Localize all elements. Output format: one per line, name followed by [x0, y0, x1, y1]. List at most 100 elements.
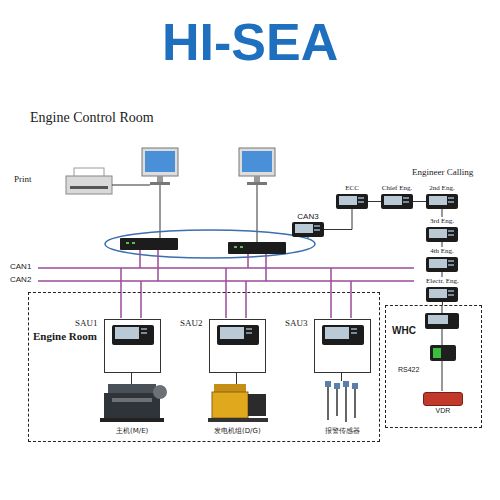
text-label: CAN1 — [10, 262, 31, 271]
network-cable — [112, 185, 150, 186]
text-label: 发电机组(D/G) — [214, 427, 261, 435]
monitor-stand — [254, 176, 260, 182]
panel-button — [448, 197, 454, 199]
engine-block — [104, 393, 160, 419]
sensor-head — [343, 381, 349, 387]
label-text: Print — [14, 174, 32, 184]
label-text: 主机(M/E) — [116, 427, 148, 435]
text-label: VDR — [436, 406, 451, 415]
panel-node: Chief Eng. — [381, 184, 413, 209]
sensor-probe — [336, 386, 338, 416]
network-switch — [120, 238, 178, 250]
bus-drop — [265, 254, 267, 281]
printer-slot — [70, 186, 108, 189]
text-label: HI-SEA — [162, 12, 338, 72]
label-text: CAN2 — [10, 275, 31, 284]
monitor-base — [150, 182, 170, 185]
panel-button — [448, 294, 454, 296]
control-panel — [322, 325, 364, 345]
text-label: 主机(M/E) — [116, 427, 148, 435]
text-label: 3rd Eng. — [430, 217, 454, 226]
connector — [442, 209, 443, 217]
text-label: 2nd Eng. — [429, 184, 454, 193]
alarm-sensors — [325, 381, 358, 422]
control-panel — [112, 325, 154, 345]
network-switch — [228, 242, 286, 254]
device-node: VDR — [423, 392, 463, 415]
sensor-probe — [345, 384, 347, 422]
monitor-screen — [242, 151, 272, 172]
panel-node: Electr. Eng. — [426, 277, 459, 302]
monitor-screen — [145, 151, 175, 172]
network-ring — [105, 230, 315, 258]
label-text: 报警传感器 — [325, 427, 360, 435]
connector — [368, 201, 381, 202]
engine-detail — [112, 398, 152, 402]
label-text: 发电机组(D/G) — [214, 427, 261, 435]
text-label: CAN3 — [297, 212, 318, 221]
turbocharger — [153, 385, 167, 399]
can-bus — [38, 250, 414, 318]
bus-drop — [245, 281, 247, 318]
sau-box: SAU1 — [104, 319, 161, 373]
wire — [236, 372, 237, 384]
text-label: SAU2 — [180, 318, 203, 328]
panel-node: 2nd Eng. — [426, 184, 458, 209]
control-panel — [292, 222, 324, 237]
engine-base — [100, 418, 164, 422]
text-label: 报警传感器 — [325, 427, 360, 435]
wire — [442, 305, 443, 313]
panel-node: CAN3 — [292, 212, 324, 237]
control-panel — [217, 325, 259, 345]
panel-screen — [220, 327, 244, 339]
panel-screen — [429, 229, 447, 238]
whc-screen — [428, 315, 448, 324]
panel-screen — [429, 289, 447, 298]
label-text: Engineer Calling — [412, 167, 473, 177]
panel-button — [358, 201, 364, 203]
sensor-head — [352, 383, 358, 389]
bus-drop — [120, 268, 122, 318]
computer — [239, 148, 275, 185]
interface-box — [430, 345, 456, 361]
panel-button — [448, 201, 454, 203]
engine-block — [212, 392, 248, 418]
bus-drop — [139, 250, 141, 268]
connector — [413, 201, 426, 202]
network-cable — [160, 185, 161, 238]
panel-button — [351, 328, 357, 330]
sensor-probe — [327, 384, 329, 420]
bus-drop — [330, 268, 332, 318]
control-panel — [426, 194, 458, 209]
sensor-probe — [354, 386, 356, 418]
main-engine — [100, 384, 167, 422]
panel-button — [314, 229, 320, 231]
panel-button — [448, 290, 454, 292]
printer — [66, 168, 112, 194]
text-label: WHC — [392, 325, 416, 336]
monitor-stand — [157, 176, 163, 182]
text-label: RS422 — [398, 366, 419, 374]
text-label: Engineer Calling — [412, 167, 473, 177]
control-panel — [336, 194, 368, 209]
bus-drop — [225, 268, 227, 318]
connector — [324, 209, 352, 230]
panel-screen — [339, 196, 357, 205]
alternator — [248, 394, 266, 416]
whc-panel — [425, 313, 459, 329]
panel-button — [141, 328, 147, 330]
rs422-wire — [442, 361, 443, 391]
bus-drop — [140, 281, 142, 318]
panel-screen — [295, 224, 313, 233]
panel-screen — [325, 327, 349, 339]
panel-button — [448, 264, 454, 266]
panel-button — [403, 201, 409, 203]
wire — [131, 372, 132, 384]
monitor-frame — [142, 148, 178, 176]
engine-base — [208, 418, 268, 422]
panel-button — [448, 234, 454, 236]
